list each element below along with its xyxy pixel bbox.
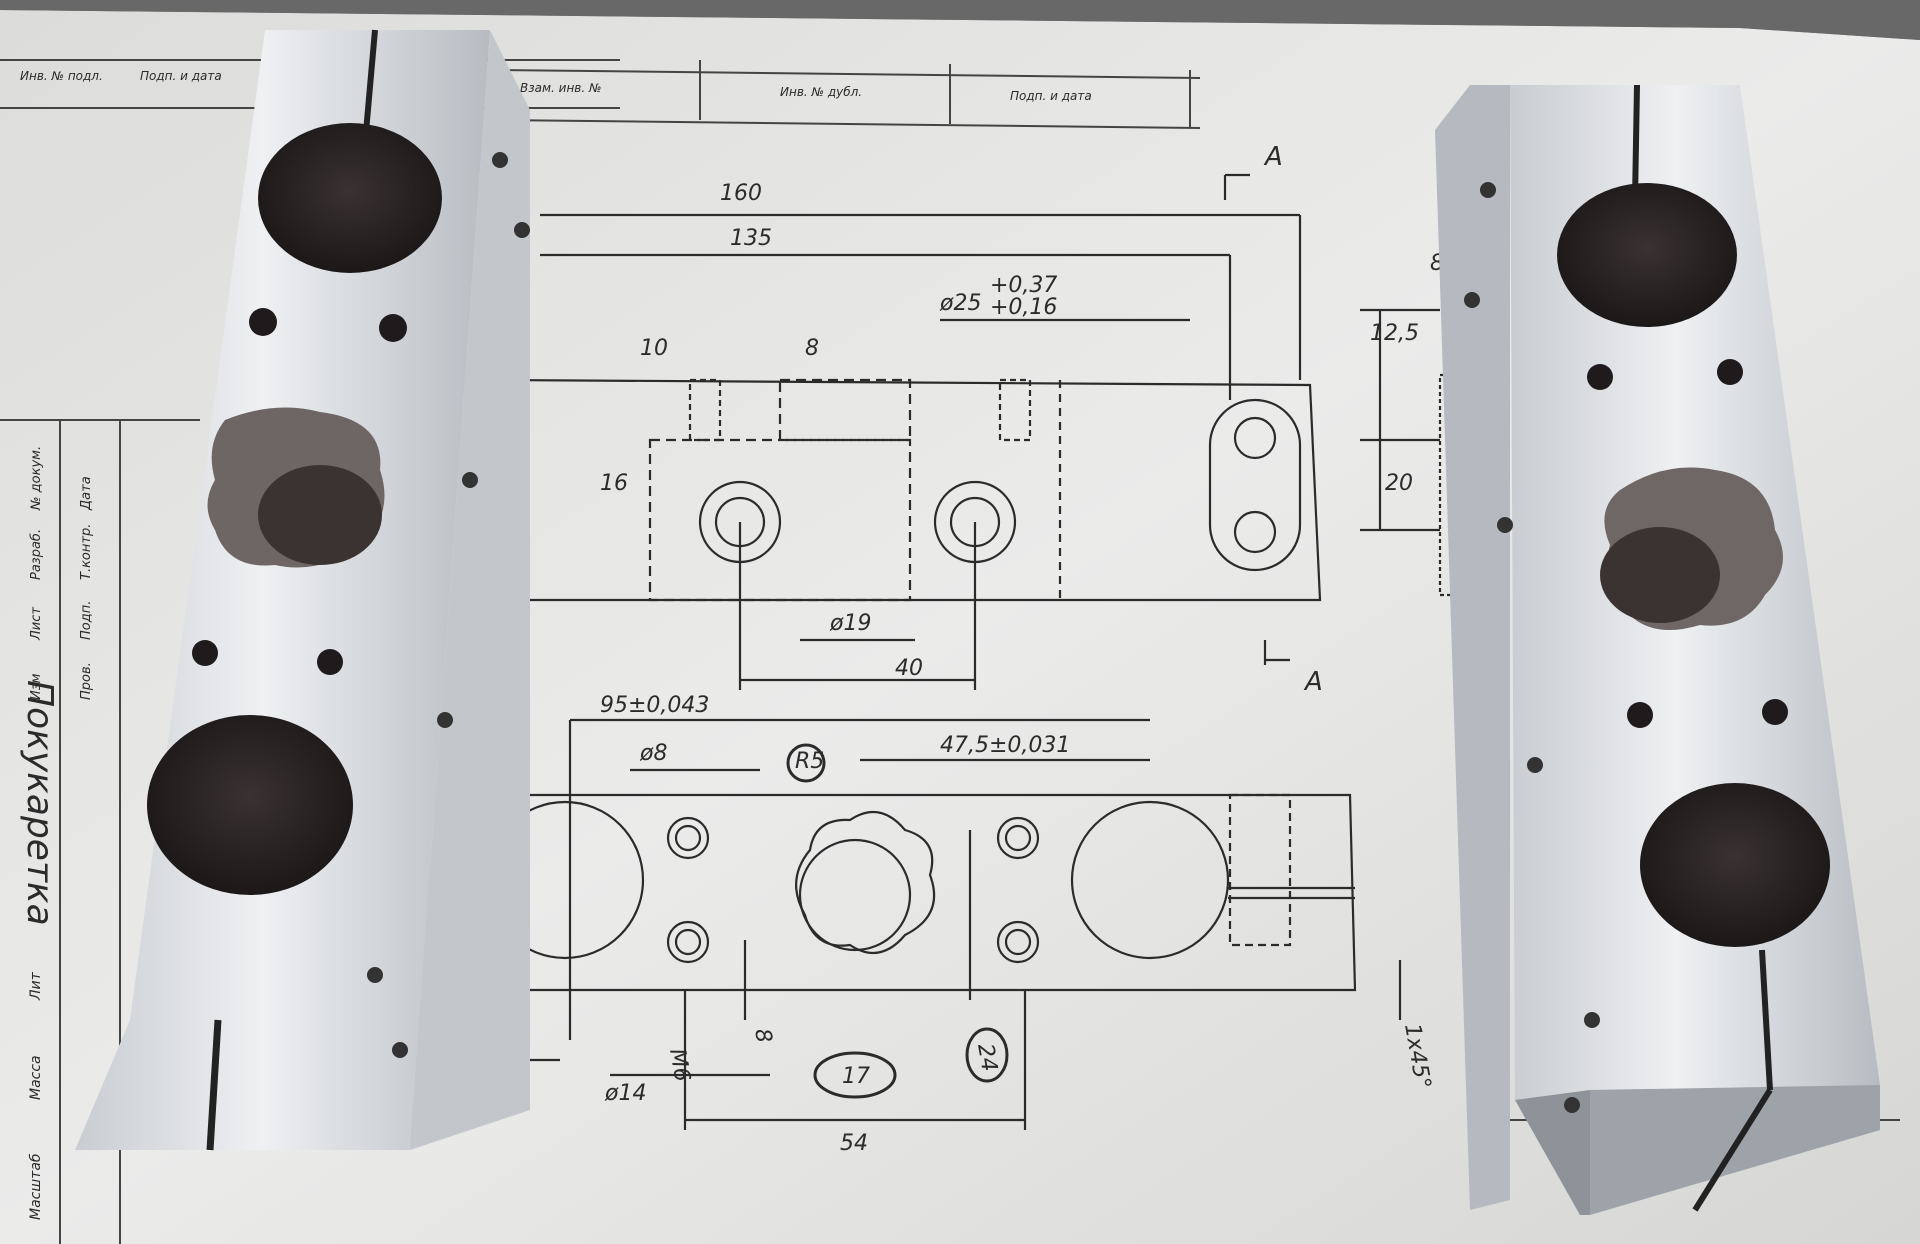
left-block-bore-top	[258, 123, 442, 273]
dim-95: 95±0,043	[600, 693, 709, 718]
left-block-bore-bottom	[147, 715, 353, 895]
side-cell-3: Разраб.	[29, 529, 44, 580]
dim-17: 17	[842, 1064, 870, 1089]
left-block-right-side	[410, 30, 530, 1150]
side-cell-8: Дата	[79, 476, 94, 511]
right-block-bore-bottom	[1640, 783, 1830, 947]
side-cell-2: Лист	[29, 607, 44, 641]
dim-47-5: 47,5±0,031	[940, 733, 1070, 758]
dim-m6: M6	[664, 1047, 694, 1084]
side-cell-5: Пров.	[79, 662, 94, 700]
dim-r5: R5	[795, 749, 824, 774]
dim-bore-lower: +0,16	[990, 295, 1057, 320]
dim-16: 16	[600, 471, 628, 496]
dim-bore: ø25 +0,37 +0,16	[939, 273, 1057, 320]
top-view-drawing	[490, 173, 1502, 690]
right-block-bore-top	[1557, 183, 1737, 327]
dim-8-vertical: 8	[749, 1027, 776, 1045]
dim-8-top: 8	[805, 336, 819, 361]
right-block-side	[1435, 85, 1510, 1210]
bottom-cell-scale: Масштаб	[28, 1153, 44, 1220]
dim-40: 40	[895, 656, 923, 681]
header-cell-2: Подп. и дата	[140, 69, 222, 83]
right-aluminium-block	[1435, 84, 1880, 1215]
dim-bore-main: ø25	[939, 291, 981, 316]
side-cell-4: № докум.	[29, 446, 44, 511]
side-cell-7: Т.контр.	[79, 524, 94, 580]
header-cell-5: Подп. и дата	[1010, 89, 1092, 103]
left-aluminium-block	[75, 29, 530, 1151]
part-name: Покукаретка	[19, 680, 60, 926]
dim-135: 135	[730, 226, 772, 251]
dim-19: ø19	[829, 611, 871, 636]
side-cell-1: Изм	[29, 673, 44, 700]
section-mark-top: A	[1263, 142, 1283, 172]
left-block-face	[75, 30, 490, 1150]
dim-bore-upper: +0,37	[990, 273, 1057, 298]
section-mark-bottom: A	[1303, 667, 1323, 697]
header-cell-4: Инв. № дубл.	[780, 85, 862, 99]
side-cell-6: Подп.	[79, 601, 94, 640]
dim-8-hole: ø8	[639, 741, 667, 766]
dim-10: 10	[640, 336, 668, 361]
bottom-cell-lit: Лит	[28, 971, 44, 1001]
dim-14: ø14	[604, 1081, 646, 1106]
drawing-frame	[0, 59, 1900, 1244]
dim-54: 54	[840, 1131, 868, 1156]
dim-12-5: 12,5	[1370, 321, 1419, 346]
header-cell-1: Инв. № подл.	[20, 69, 103, 83]
header-cell-3: Взам. инв. №	[520, 81, 601, 95]
dim-160: 160	[720, 181, 762, 206]
dim-20: 20	[1385, 471, 1413, 496]
bottom-cell-mass: Масса	[28, 1055, 44, 1100]
dim-24: 24	[972, 1042, 1001, 1074]
